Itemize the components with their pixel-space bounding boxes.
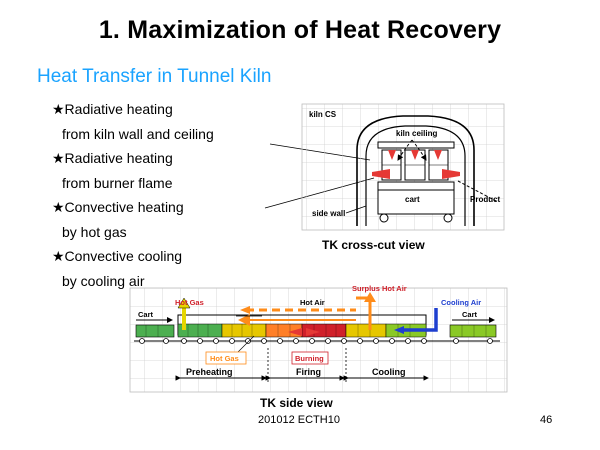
side-burner-2 xyxy=(306,328,320,336)
heat-arrow-1 xyxy=(388,150,396,160)
zone-cooling-label: Cooling xyxy=(372,367,406,377)
surplus-hot-air-label: Surplus Hot Air xyxy=(352,284,407,293)
bullet-list: ★Radiative heating from kiln wall and ce… xyxy=(52,97,214,293)
product-label: Product xyxy=(470,195,501,204)
cart-wheel-right xyxy=(443,213,453,223)
hot-gas-top-label: Hot Gas xyxy=(175,298,204,307)
heat-arrow-2 xyxy=(411,150,419,160)
zone-firing-label: Firing xyxy=(296,367,321,377)
bullet-3-detail: by hot gas xyxy=(62,223,127,240)
kiln-outer-wall xyxy=(356,115,475,226)
slide-title: 1. Maximization of Heat Recovery xyxy=(98,16,502,44)
burner-flame-left xyxy=(372,169,390,179)
cross-section-diagram: kiln CS kiln ceiling cart side wall Prod… xyxy=(301,103,505,231)
footer-code: 201012 ECTH10 xyxy=(258,414,340,426)
cooling-air-label: Cooling Air xyxy=(441,298,481,307)
zone-preheat-late xyxy=(221,323,267,338)
side-view-diagram: Hot Gas Hot Air Surplus Hot Air Cooling … xyxy=(129,284,508,393)
side-burner-1 xyxy=(288,328,302,336)
cart-platform xyxy=(377,181,455,191)
side-wall-pointer xyxy=(345,205,367,214)
cross-section-caption: TK cross-cut view xyxy=(322,238,425,252)
kiln-ceiling-label: kiln ceiling xyxy=(396,129,437,138)
cart-right-label: Cart xyxy=(462,310,478,319)
product-pointer xyxy=(457,180,497,202)
burner-flame-right xyxy=(442,169,460,179)
kiln-cs-label: kiln CS xyxy=(309,110,337,119)
cart-body xyxy=(377,189,455,215)
zone-cooling-early xyxy=(345,323,387,338)
heat-arrow-3 xyxy=(434,150,442,160)
page-number: 46 xyxy=(540,414,553,426)
side-wall-label: side wall xyxy=(312,209,345,218)
bullet-1-head: ★Radiative heating xyxy=(52,101,173,117)
cart-wheel-left xyxy=(379,213,389,223)
bullet-4-detail: by cooling air xyxy=(62,272,145,289)
hot-gas-box-label: Hot Gas xyxy=(210,354,239,363)
hot-air-label: Hot Air xyxy=(300,298,325,307)
bullet-1-detail: from kiln wall and ceiling xyxy=(62,125,214,142)
slide-subtitle: Heat Transfer in Tunnel Kiln xyxy=(37,66,272,87)
hot-gas-label-box xyxy=(205,351,247,365)
cart-left xyxy=(135,324,175,338)
zone-preheating-label: Preheating xyxy=(186,367,233,377)
cart-right xyxy=(449,324,497,338)
cooling-air-flow xyxy=(402,308,438,332)
cart-left-label: Cart xyxy=(138,310,154,319)
side-view-caption: TK side view xyxy=(260,396,333,410)
bullet-2-head: ★Radiative heating xyxy=(52,150,173,166)
burning-label-box xyxy=(291,351,329,365)
bullet-2-detail: from burner flame xyxy=(62,174,173,191)
cart-label: cart xyxy=(405,195,420,204)
burning-label: Burning xyxy=(295,354,324,363)
bullet-4-head: ★Convective cooling xyxy=(52,248,183,264)
kiln-inner-wall xyxy=(365,125,466,226)
bullet-3-head: ★Convective heating xyxy=(52,199,184,215)
